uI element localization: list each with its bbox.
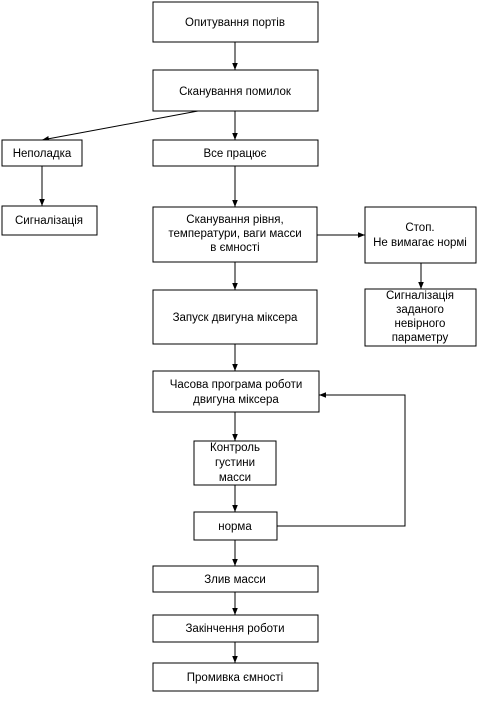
node-label-line-1: Сигналізація	[386, 290, 454, 302]
node-label: Сигналізація	[15, 215, 83, 227]
edges	[39, 42, 424, 663]
node-label-line-2: температури, ваги масси	[168, 228, 301, 240]
node-label-line-3: в ємності	[210, 242, 259, 254]
node-drain-mass: Злив масси	[152, 565, 319, 593]
node-alarm: Сигналізація	[1, 205, 98, 236]
node-label-line-4: параметру	[392, 332, 449, 344]
edge-n12-n10-loop	[277, 392, 406, 527]
node-mixer-timer-program: Часова програма роботи двигуна міксера	[152, 370, 320, 413]
node-label-line-1: Часова програма роботи	[170, 379, 303, 391]
node-label: Сканування помилок	[179, 86, 292, 98]
node-all-ok: Все працює	[152, 139, 319, 167]
node-norm: норма	[193, 511, 278, 541]
node-wash-tank: Промивка ємності	[152, 662, 319, 692]
node-error-scan: Сканування помилок	[152, 69, 319, 112]
node-fault: Неполадка	[1, 139, 83, 167]
node-label: Неполадка	[13, 148, 72, 160]
node-density-control: Контроль густини масси	[193, 440, 277, 486]
node-scan-level-temp-weight: Сканування рівня, температури, ваги масс…	[152, 206, 318, 263]
node-label-line-2: двигуна міксера	[193, 394, 279, 406]
node-label-line-2: заданого	[396, 304, 444, 316]
node-label: Запуск двигуна міксера	[173, 312, 298, 324]
node-label-line-3: масси	[219, 472, 251, 484]
node-label-line-1: Контроль	[210, 442, 260, 454]
edge-n2-n3	[41, 110, 199, 142]
node-label-line-2: Не вимагає нормі	[373, 237, 467, 249]
node-stop: Стоп. Не вимагає нормі	[364, 206, 477, 264]
node-label-line-1: Сканування рівня,	[186, 214, 283, 226]
node-start-mixer-motor: Запуск двигуна міксера	[152, 289, 318, 345]
node-alarm-invalid-parameter: Сигналізація заданого невірного параметр…	[364, 288, 477, 347]
node-label: Промивка ємності	[187, 672, 283, 684]
node-label: Опитування портів	[185, 17, 285, 29]
node-label: Все працює	[203, 148, 266, 160]
node-label-line-1: Стоп.	[405, 222, 434, 234]
node-label: Злив масси	[204, 574, 266, 586]
node-finish-work: Закінчення роботи	[152, 614, 319, 643]
node-survey-ports: Опитування портів	[152, 1, 319, 43]
node-label-line-3: невірного	[395, 318, 446, 330]
node-label: Закінчення роботи	[185, 623, 284, 635]
node-label-line-2: густини	[215, 457, 255, 469]
node-label: норма	[218, 521, 252, 533]
